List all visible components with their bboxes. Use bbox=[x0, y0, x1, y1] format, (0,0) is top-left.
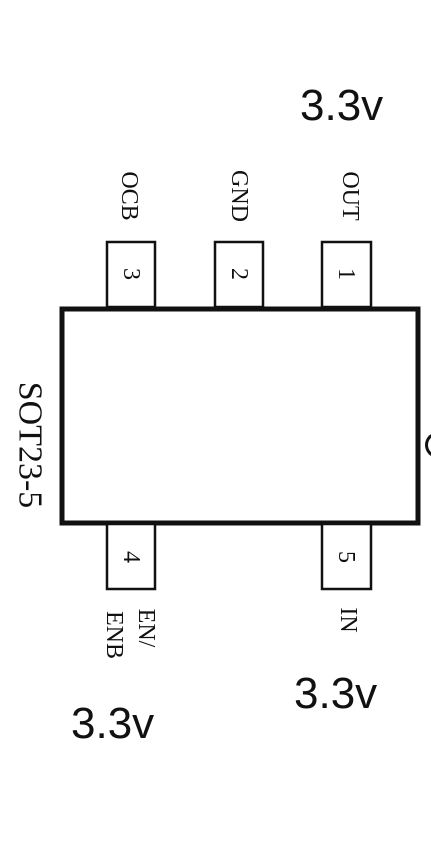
voltage-label-bottom: 3.3v bbox=[71, 699, 155, 748]
pin-2-name: GND bbox=[226, 170, 252, 222]
pin-1-number: 1 bbox=[333, 268, 359, 280]
voltage-label-top: 3.3v bbox=[300, 81, 384, 130]
pin-2-number: 2 bbox=[226, 268, 252, 280]
pin-4-box bbox=[105, 522, 157, 591]
voltage-label-right: 3.3v bbox=[294, 669, 378, 718]
pin-4-name-line1: EN/ bbox=[133, 609, 159, 648]
package-label: SOT23-5 bbox=[12, 382, 49, 509]
ic-body bbox=[59, 306, 421, 526]
pin-5-box bbox=[320, 522, 373, 591]
pin-4-name-line2: ENB bbox=[101, 611, 127, 659]
pin-5-name: IN bbox=[335, 607, 361, 632]
pin-3-box bbox=[105, 240, 157, 309]
pin-2-box bbox=[213, 240, 265, 309]
pin-1-box bbox=[320, 240, 373, 309]
pin-3-number: 3 bbox=[118, 268, 144, 280]
pin-4-number: 4 bbox=[118, 551, 144, 563]
pin-1-name: OUT bbox=[337, 171, 363, 221]
pin-5-number: 5 bbox=[333, 551, 359, 563]
pin-3-name: OCB bbox=[116, 171, 142, 220]
